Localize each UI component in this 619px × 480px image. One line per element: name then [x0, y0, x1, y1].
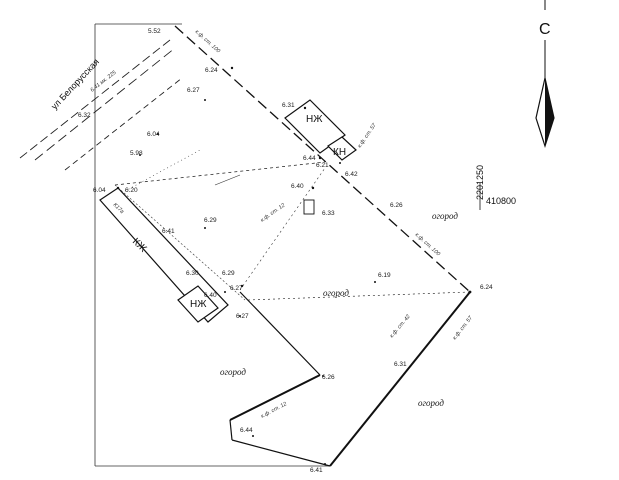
building-nzh-top-label: НЖ: [306, 114, 323, 125]
elevation: 6.31: [282, 102, 295, 109]
elevation: 6.41: [162, 228, 175, 235]
garden-label-2: огород: [323, 288, 349, 298]
elevation: 6.31: [394, 361, 407, 368]
parcel-boundary: [114, 25, 471, 301]
elevation: 6.20: [125, 187, 138, 194]
grid-northing: 2201250: [475, 165, 485, 200]
street-lines: [19, 39, 183, 171]
small-structure: [303, 199, 315, 215]
grid-coordinates: 2201250 410800: [475, 165, 516, 210]
elevation: 6.40: [204, 292, 217, 299]
elevation: 6.21: [316, 162, 329, 169]
elevation: 5.98: [130, 150, 143, 157]
elevation: 6.29: [204, 217, 217, 224]
survey-points: [116, 66, 472, 465]
elevation: 6.24: [205, 67, 218, 74]
elevation: 6.41: [310, 467, 323, 474]
garden-label-4: огород: [418, 398, 444, 408]
north-arrow-icon: С: [535, 0, 555, 148]
fence-lines: [229, 291, 471, 467]
elevation: 6.44: [240, 427, 253, 434]
elevation: 6.27: [230, 285, 243, 292]
elevation: 6.29: [222, 270, 235, 277]
elevation: 6.24: [480, 284, 493, 291]
elevation: 6.19: [378, 272, 391, 279]
elevation: 6.42: [345, 171, 358, 178]
garden-label-3: огород: [220, 367, 246, 377]
elevation: 6.04: [93, 187, 106, 194]
building-kn-label: КН: [333, 147, 346, 158]
elevation: 6.44: [303, 155, 316, 162]
building-nzh-bottom-label: НЖ: [190, 299, 207, 310]
elevation: 6.27: [187, 87, 200, 94]
elevation: 6.40: [291, 183, 304, 190]
building-kn: КН: [327, 136, 357, 161]
elevation: 5.52: [148, 28, 161, 35]
grid-easting: 410800: [486, 196, 516, 206]
north-letter: С: [539, 21, 551, 38]
sheet-border: [94, 23, 330, 467]
building-nzh-top: НЖ: [284, 99, 346, 154]
elevation: 6.04: [147, 131, 160, 138]
building-nzh-bottom: НЖ: [177, 285, 219, 323]
elevation: 6.27: [236, 313, 249, 320]
elevation: 6.26: [322, 374, 335, 381]
elevation-marks: 5.52 6.24 6.27 6.32 6.04 5.98 6.04 6.20 …: [78, 28, 493, 474]
internal-lines: [114, 149, 326, 301]
elevation: 6.33: [322, 210, 335, 217]
elevation: 6.32: [78, 112, 91, 119]
elevation: 6.30: [186, 270, 199, 277]
garden-label-1: огород: [432, 211, 458, 221]
elevation: 6.26: [390, 202, 403, 209]
